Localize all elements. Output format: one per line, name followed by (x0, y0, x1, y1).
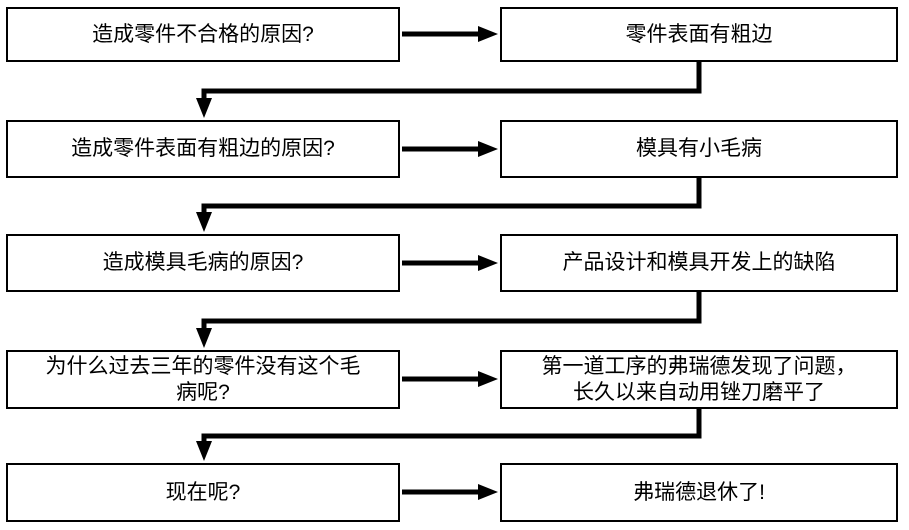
question-box-4: 为什么过去三年的零件没有这个毛 病呢? (6, 350, 400, 409)
question-box-1: 造成零件不合格的原因? (6, 7, 400, 62)
answer-box-3: 产品设计和模具开发上的缺陷 (500, 234, 898, 292)
question-box-5: 现在呢? (6, 463, 400, 522)
answer-box-1: 零件表面有粗边 (500, 7, 898, 62)
answer-box-5: 弗瑞德退休了! (500, 463, 898, 522)
answer-box-4: 第一道工序的弗瑞德发现了问题， 长久以来自动用锉刀磨平了 (500, 350, 898, 409)
question-box-3: 造成模具毛病的原因? (6, 234, 400, 292)
arrow-a1-q2 (196, 62, 702, 118)
arrow-a2-q3 (196, 178, 702, 232)
answer-box-2: 模具有小毛病 (500, 120, 898, 178)
arrow-a3-q4 (196, 292, 702, 348)
arrow-a4-q5 (196, 409, 702, 461)
question-box-2: 造成零件表面有粗边的原因? (6, 120, 400, 178)
